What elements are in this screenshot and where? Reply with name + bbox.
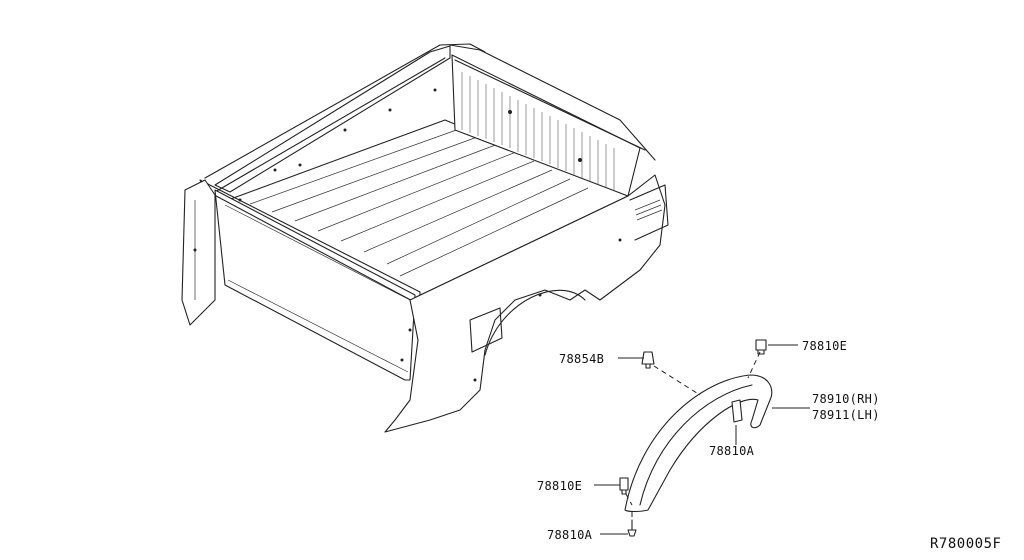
truck-bed-illustration [181, 43, 669, 433]
screw-78810a-bottom-icon [627, 519, 637, 537]
clip-78810e-top-icon [755, 339, 767, 355]
clip-78854b-icon [641, 351, 655, 369]
bed-fastener-dots [193, 88, 622, 382]
callout-78810a-mid: 78810A [709, 444, 755, 458]
diagram-reference-code: R780005F [930, 536, 1001, 552]
callout-78910-rh: 78910(RH) [812, 392, 880, 406]
callout-78810e-top: 78810E [802, 339, 847, 353]
callout-78810e-bottom: 78810E [537, 479, 582, 493]
assembly-line-78810e-bottom [625, 493, 633, 506]
fender-flare-part [624, 374, 773, 513]
callout-78911-lh: 78911(LH) [812, 408, 880, 422]
assembly-line-78810e-top [747, 351, 761, 379]
callout-78854b: 78854B [559, 352, 604, 366]
assembly-line-78854b [653, 365, 701, 396]
callout-78810a-bottom: 78810A [547, 528, 593, 542]
clip-78810e-bottom-icon [619, 477, 629, 495]
